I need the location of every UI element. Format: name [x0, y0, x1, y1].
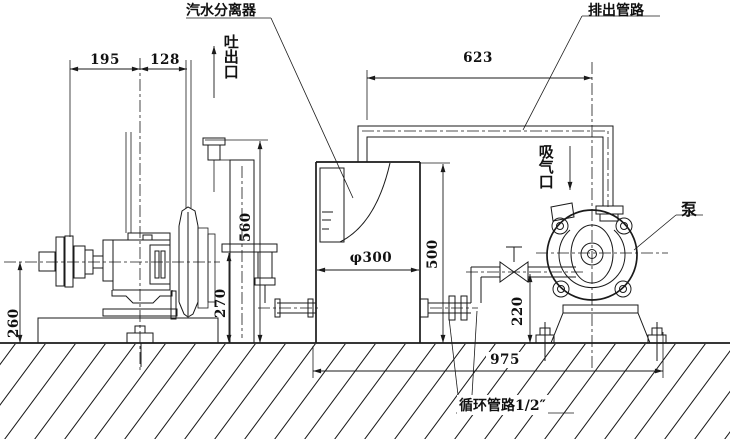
dimension-lines — [17, 60, 664, 378]
dim-975-text: 975 — [486, 352, 524, 368]
dim-phi300-text: φ300 — [349, 250, 393, 266]
dim-500-text: 500 — [425, 239, 441, 269]
bearing-frame — [149, 244, 171, 285]
discharge-pipe — [357, 125, 624, 222]
dim-623-text: 623 — [463, 50, 493, 66]
discharge-fitting — [202, 137, 226, 192]
pedestal-base — [550, 312, 651, 344]
ground-hatch — [0, 344, 730, 439]
casing-cover — [558, 229, 626, 289]
dim-560-text: 560 — [238, 212, 254, 242]
base-plate — [37, 317, 219, 344]
side-outlet — [221, 243, 278, 253]
ground — [0, 342, 730, 439]
sight-glass — [319, 167, 345, 243]
pump-bolt-lugs — [551, 217, 633, 298]
circulation-pipe-label: 循环管路1/2″ — [457, 395, 548, 415]
unit-body — [102, 132, 178, 320]
tank-feed-union — [258, 298, 320, 318]
pump — [535, 62, 668, 368]
level-rod — [178, 60, 216, 318]
left-unit — [4, 58, 320, 372]
pump-top-stub — [550, 202, 575, 222]
dim-128-text: 128 — [150, 52, 180, 68]
pedestal-riser — [562, 304, 639, 314]
pump-casing — [546, 209, 638, 301]
valve — [499, 246, 529, 283]
pump-anchor-bolts — [535, 322, 667, 361]
pulley-stack — [38, 235, 114, 288]
pump-hub — [580, 242, 604, 266]
discharge-column — [218, 159, 278, 344]
dim-270-text: 270 — [213, 288, 229, 318]
suction-port-label: 吸气口 — [536, 144, 555, 189]
discharge-port-label: 吐出口 — [221, 34, 240, 79]
circulation-line — [419, 246, 584, 321]
saddle — [111, 290, 173, 304]
pump-label: 泵 — [681, 200, 698, 219]
dim-260-text: 260 — [6, 308, 22, 338]
separator-label: 汽水分离器 — [186, 3, 256, 19]
baffle-curve — [339, 162, 391, 243]
dim-220-text: 220 — [510, 296, 526, 326]
discharge-pipe-label: 排出管路 — [588, 3, 644, 19]
dim-195-text: 195 — [90, 52, 120, 68]
